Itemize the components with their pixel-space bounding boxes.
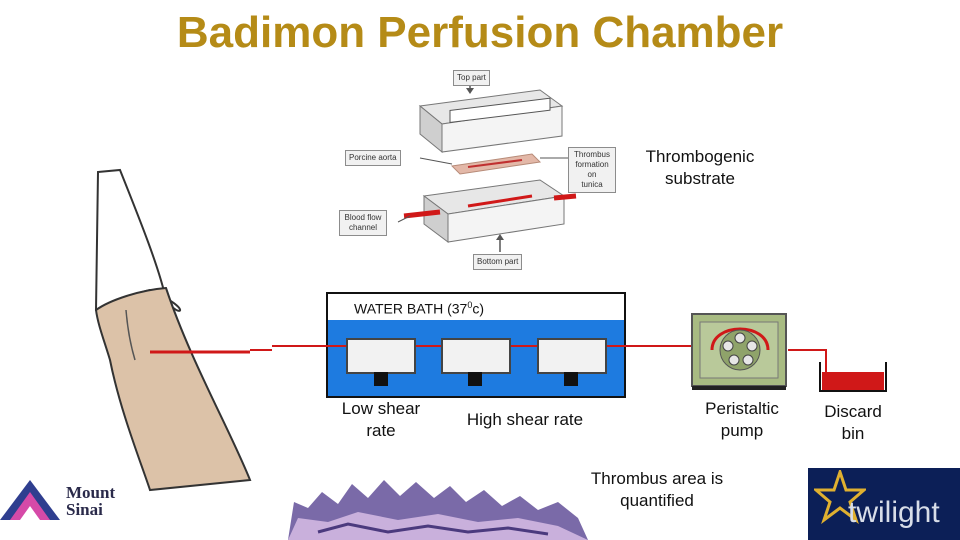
water-bath-label: WATER BATH (370c) — [354, 300, 484, 317]
arm-illustration — [94, 168, 252, 492]
low-shear-label: Low shear rate — [341, 399, 421, 440]
label-bottom-part: Bottom part — [473, 254, 523, 270]
chamber-high-shear-2-stand — [564, 372, 578, 386]
label-porcine-aorta: Porcine aorta — [345, 150, 401, 166]
chamber-high-shear-2 — [537, 338, 607, 374]
chamber-low-shear-stand — [374, 372, 388, 386]
perfusion-chamber-diagram — [397, 76, 577, 252]
histology-image — [288, 480, 588, 540]
thrombogenic-substrate-label: Thrombogenic substrate — [645, 147, 755, 188]
thrombus-area-label: Thrombus area is quantified — [590, 469, 724, 510]
discard-bin-label: Discard bin — [824, 402, 882, 443]
page-title: Badimon Perfusion Chamber — [176, 8, 784, 57]
discard-bin — [819, 362, 887, 392]
label-blood-flow-channel: Blood flow channel — [339, 210, 387, 236]
twilight-text: twilight — [848, 496, 940, 529]
label-thrombus-formation: Thrombus formation on tunica — [568, 147, 616, 193]
peristaltic-pump-label: Peristaltic pump — [705, 399, 779, 440]
forearm — [94, 286, 252, 492]
star-icon — [814, 470, 866, 524]
mount-sinai-text: Mount Sinai — [66, 483, 116, 519]
chamber-high-shear-1-stand — [468, 372, 482, 386]
peristaltic-pump — [691, 313, 787, 390]
twilight-logo — [808, 468, 960, 540]
mount-sinai-logo — [0, 480, 60, 520]
chamber-top-part — [418, 89, 564, 154]
chamber-bottom-part — [403, 179, 577, 243]
chamber-high-shear-1 — [441, 338, 511, 374]
high-shear-label: High shear rate — [466, 410, 584, 429]
chamber-low-shear — [346, 338, 416, 374]
label-top-part: Top part — [453, 70, 490, 86]
